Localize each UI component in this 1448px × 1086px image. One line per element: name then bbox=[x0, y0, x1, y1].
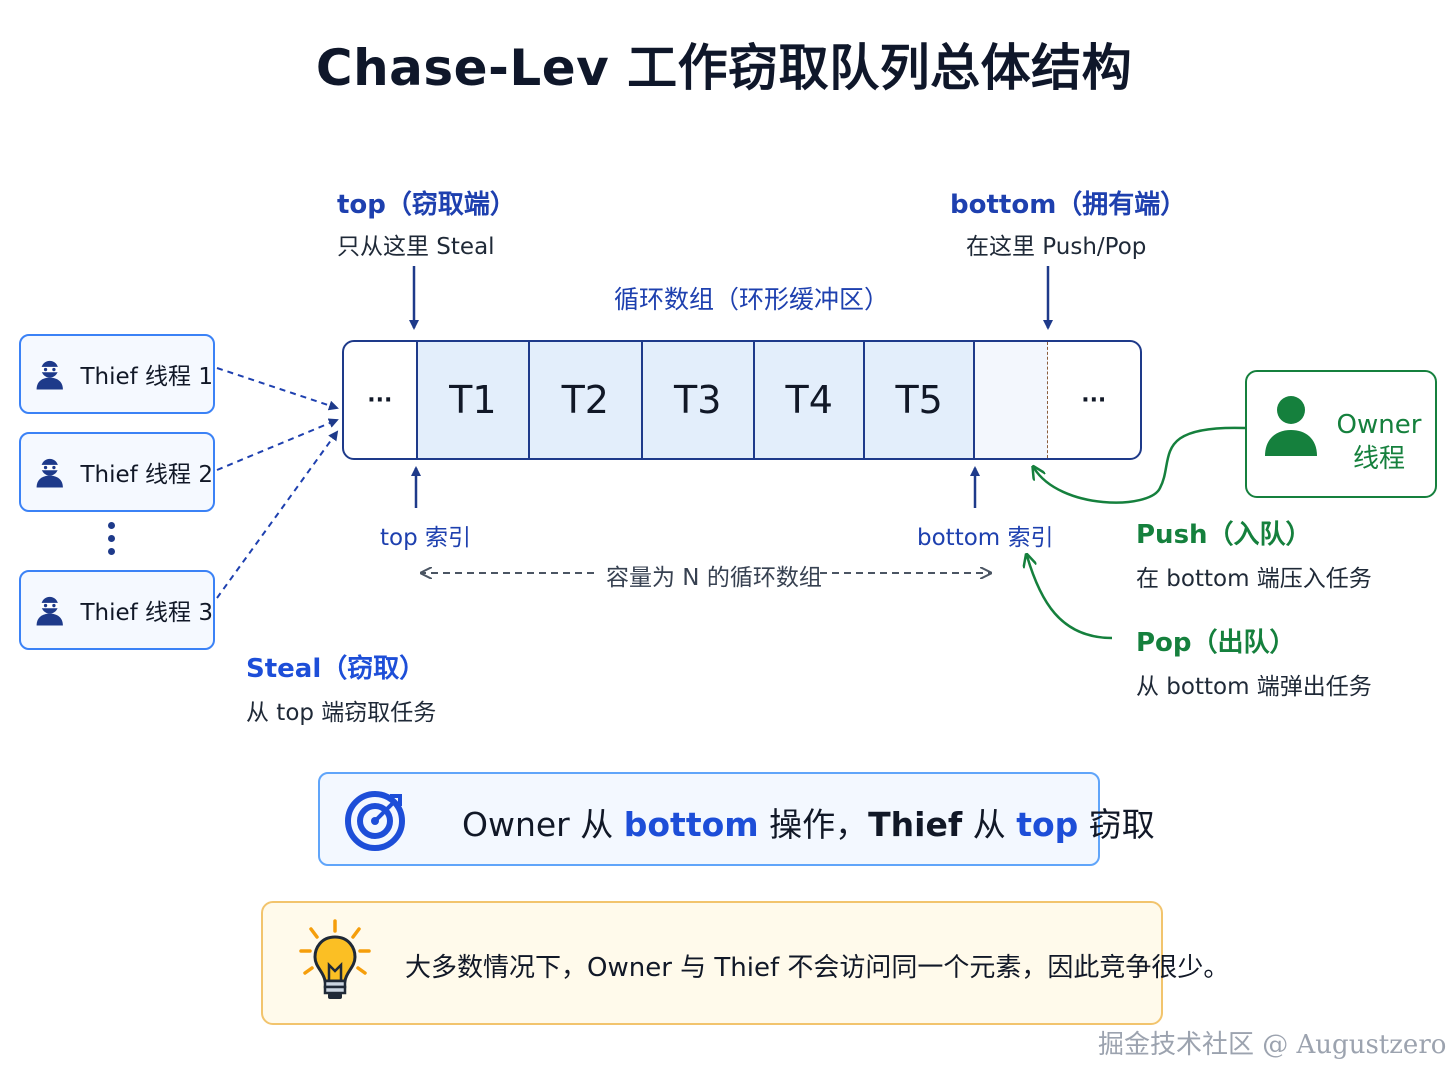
thief-icon bbox=[36, 596, 63, 626]
thief-name: Thief 线程 3 bbox=[80, 600, 213, 626]
summary-steal: 窃取 bbox=[1088, 805, 1155, 844]
pop-label: Pop（出队） 从 bottom 端弹出任务 bbox=[1136, 622, 1372, 701]
owner-name-line2: 线程 bbox=[1352, 444, 1405, 474]
array-label: 循环数组（环形缓冲区） bbox=[614, 285, 890, 314]
array-cell-t5: T5 bbox=[865, 342, 975, 458]
summary-thief: Thief bbox=[868, 805, 963, 844]
watermark: 掘金技术社区 @ Augustzero bbox=[1098, 1030, 1447, 1060]
owner-icon bbox=[1265, 396, 1317, 456]
more-thieves-ellipsis bbox=[108, 522, 120, 561]
array-cell-empty bbox=[974, 342, 1048, 458]
summary-callout: Owner 从 bottom 操作，Thief 从 top 窃取 bbox=[318, 772, 1155, 866]
tip-text: 大多数情况下，Owner 与 Thief 不会访问同一个元素，因此竞争很少。 bbox=[405, 953, 1230, 983]
summary-bottom: bottom bbox=[623, 805, 759, 844]
pop-arrow bbox=[1027, 556, 1113, 640]
steal-label-head: Steal（窃取） bbox=[246, 654, 426, 684]
thief-name: Thief 线程 2 bbox=[80, 462, 213, 488]
pop-label-sub: 从 bottom 端弹出任务 bbox=[1136, 674, 1372, 700]
top-label-head: top（窃取端） bbox=[337, 190, 516, 220]
thief-box-3: Thief 线程 3 bbox=[19, 570, 215, 650]
owner-box: Owner 线程 bbox=[1245, 370, 1437, 498]
thief-icon bbox=[36, 360, 63, 390]
array-cell-ellipsis-left: ··· bbox=[344, 342, 418, 458]
steal-label: Steal（窃取） 从 top 端窃取任务 bbox=[246, 648, 436, 727]
lightbulb-icon bbox=[299, 919, 371, 999]
array-cell-t4: T4 bbox=[754, 342, 866, 458]
summary-operate: 操作， bbox=[769, 805, 869, 844]
top-label-sub: 只从这里 Steal bbox=[337, 234, 495, 260]
owner-push-arrow bbox=[1034, 426, 1246, 504]
summary-from-1: 从 bbox=[580, 805, 614, 844]
bottom-label: bottom（拥有端） 在这里 Push/Pop bbox=[950, 184, 1186, 261]
push-label: Push（入队） 在 bottom 端压入任务 bbox=[1136, 514, 1372, 593]
push-label-head: Push（入队） bbox=[1136, 520, 1312, 550]
pop-label-head: Pop（出队） bbox=[1136, 628, 1296, 658]
thief-name: Thief 线程 1 bbox=[80, 364, 213, 390]
bottom-index-label: bottom 索引 bbox=[917, 525, 1054, 551]
array-cell-t3: T3 bbox=[642, 342, 755, 458]
bottom-label-sub: 在这里 Push/Pop bbox=[966, 234, 1147, 260]
top-index-label: top 索引 bbox=[380, 525, 472, 551]
summary-owner: Owner bbox=[462, 805, 570, 844]
target-icon bbox=[345, 791, 405, 851]
thief-box-2: Thief 线程 2 bbox=[19, 432, 215, 512]
top-label: top（窃取端） 只从这里 Steal bbox=[337, 184, 516, 261]
thief-box-1: Thief 线程 1 bbox=[19, 334, 215, 414]
owner-name: Owner 线程 bbox=[1331, 408, 1427, 476]
circular-array: ··· T1 T2 T3 T4 T5 ··· bbox=[342, 340, 1142, 460]
capacity-label: 容量为 N 的循环数组 bbox=[606, 565, 822, 591]
summary-text: Owner 从 bottom 操作，Thief 从 top 窃取 bbox=[462, 798, 1155, 846]
tip-box: 大多数情况下，Owner 与 Thief 不会访问同一个元素，因此竞争很少。 bbox=[261, 901, 1229, 1025]
array-cell-ellipsis-right: ··· bbox=[1081, 387, 1107, 413]
summary-from-2: 从 bbox=[972, 805, 1006, 844]
steal-label-sub: 从 top 端窃取任务 bbox=[246, 700, 437, 726]
push-label-sub: 在 bottom 端压入任务 bbox=[1136, 566, 1372, 592]
thief-icon bbox=[36, 458, 63, 488]
summary-top: top bbox=[1016, 805, 1079, 844]
array-cell-t2: T2 bbox=[530, 342, 643, 458]
owner-name-line1: Owner bbox=[1336, 410, 1422, 440]
thief-steal-lines bbox=[216, 367, 339, 599]
page-title: Chase-Lev 工作窃取队列总体结构 bbox=[315, 39, 1133, 97]
bottom-label-head: bottom（拥有端） bbox=[950, 190, 1187, 220]
array-cell-t1: T1 bbox=[417, 342, 531, 458]
